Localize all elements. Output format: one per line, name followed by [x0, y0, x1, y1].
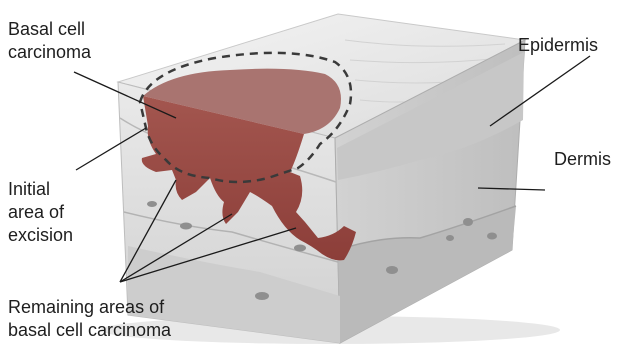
label-remaining-line2: basal cell carcinoma — [8, 319, 171, 342]
label-remaining-areas: Remaining areas of basal cell carcinoma — [8, 296, 171, 342]
label-initial-line2: area of — [8, 201, 73, 224]
label-initial-line1: Initial — [8, 178, 73, 201]
label-remaining-line1: Remaining areas of — [8, 296, 171, 319]
label-epidermis: Epidermis — [518, 34, 598, 57]
label-bcc-line1: Basal cell — [8, 18, 91, 41]
label-bcc-line2: carcinoma — [8, 41, 91, 64]
label-basal-cell-carcinoma: Basal cell carcinoma — [8, 18, 91, 64]
label-initial-line3: excision — [8, 224, 73, 247]
label-dermis: Dermis — [554, 148, 611, 171]
label-initial-area-of-excision: Initial area of excision — [8, 178, 73, 247]
